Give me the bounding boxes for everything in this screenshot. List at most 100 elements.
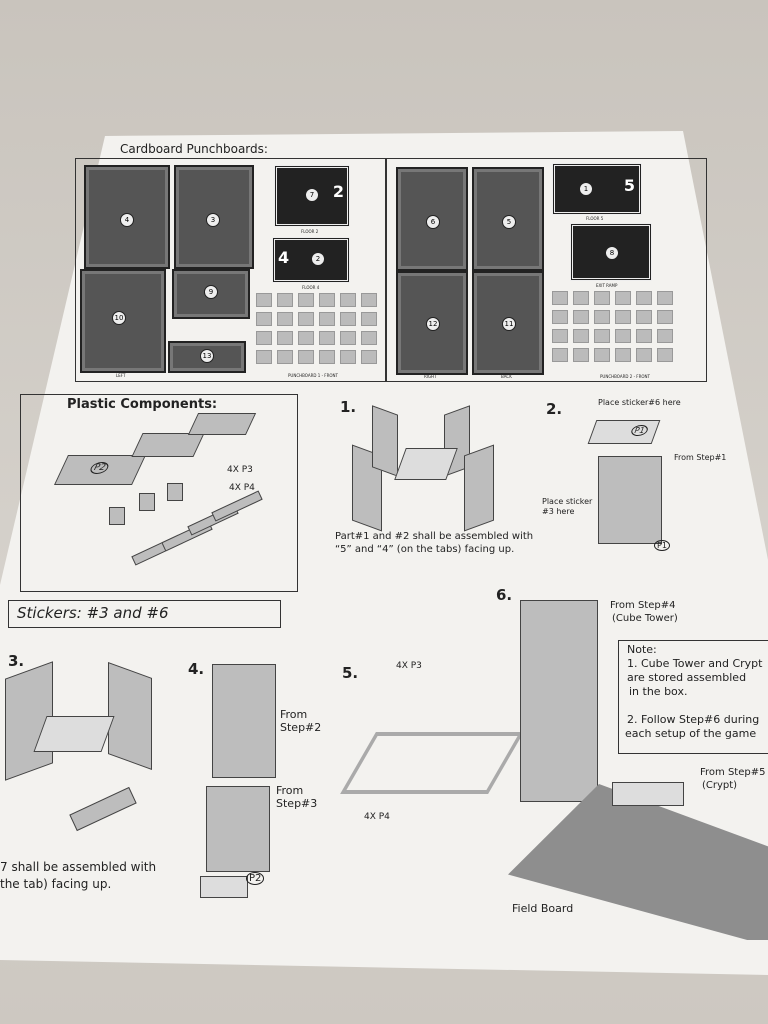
stickers-title: Stickers: #3 and #6 bbox=[17, 604, 169, 622]
part-number: 7 bbox=[305, 188, 319, 202]
step-1-number: 1. bbox=[340, 398, 357, 416]
wall-panel-10: 10 bbox=[80, 269, 166, 373]
pillar bbox=[139, 493, 155, 511]
token-grid bbox=[552, 291, 673, 362]
step-3-text: the tab) facing up. bbox=[0, 877, 112, 891]
tower-step1 bbox=[598, 456, 662, 544]
note-line: 1. Cube Tower and Crypt bbox=[627, 657, 763, 670]
label-pb2: PUNCHBOARD 2 - FRONT bbox=[600, 374, 650, 379]
sticker6-label: Place sticker#6 here bbox=[598, 398, 681, 407]
part-number: 13 bbox=[200, 349, 214, 363]
p4-label: 4X P4 bbox=[229, 483, 255, 493]
from-step5-label: From Step#5 bbox=[700, 767, 766, 778]
part-number: 11 bbox=[502, 317, 516, 331]
sticker3-label: #3 here bbox=[542, 507, 575, 516]
wall-3 bbox=[464, 444, 494, 532]
part-label: P2 bbox=[246, 872, 265, 885]
token-grid bbox=[256, 293, 377, 364]
tray-p2 bbox=[200, 876, 248, 898]
label-back: BACK bbox=[501, 374, 512, 379]
from-step2-label: From bbox=[280, 708, 308, 721]
step-3-number: 3. bbox=[8, 652, 25, 670]
part-number: 4 bbox=[120, 213, 134, 227]
part-number: 10 bbox=[112, 311, 126, 325]
step-3-text: 7 shall be assembled with bbox=[0, 860, 157, 874]
part-number: 1 bbox=[579, 182, 593, 196]
from-step5-label: (Crypt) bbox=[702, 780, 738, 791]
tower-step3 bbox=[206, 786, 270, 872]
tower-step2 bbox=[212, 664, 276, 778]
wall-panel-9: 9 bbox=[172, 269, 250, 319]
sticker3-label: Place sticker bbox=[542, 497, 593, 506]
note-line: are stored assembled bbox=[627, 671, 747, 684]
step-4-number: 4. bbox=[188, 660, 205, 678]
floor-7 bbox=[33, 716, 115, 752]
note-box: Note: 1. Cube Tower and Crypt are stored… bbox=[618, 640, 768, 754]
floor-number: 5 bbox=[623, 176, 635, 195]
step-6-number: 6. bbox=[496, 586, 513, 604]
wall-panel-3: 3 bbox=[174, 165, 254, 269]
label-exit: EXIT RAMP bbox=[596, 283, 618, 288]
part-number: 12 bbox=[426, 317, 440, 331]
from-step3-label: From bbox=[276, 784, 304, 797]
wall-panel-11: 11 bbox=[472, 271, 544, 375]
part-number: 6 bbox=[426, 215, 440, 229]
step-1-text: “5” and “4” (on the tabs) facing up. bbox=[335, 544, 515, 555]
part-number: 5 bbox=[502, 215, 516, 229]
label-floor2: FLOOR 2 bbox=[301, 229, 319, 234]
pillar bbox=[109, 507, 125, 525]
step-1-text: Part#1 and #2 shall be assembled with bbox=[335, 531, 534, 542]
note-line: in the box. bbox=[629, 685, 688, 698]
part-label: P1 bbox=[629, 425, 650, 436]
from-step4-label: (Cube Tower) bbox=[612, 613, 678, 624]
tray-p2: P2 bbox=[54, 455, 146, 485]
plastic-components-box: Plastic Components: P2 4X P3 4X P4 bbox=[20, 394, 298, 592]
wall-panel-13: 13 bbox=[168, 341, 246, 373]
label-left: LEFT bbox=[116, 373, 126, 378]
p3-label: 4X P3 bbox=[396, 661, 422, 671]
from-step1-label: From Step#1 bbox=[674, 453, 727, 462]
tray-p1: P1 bbox=[587, 420, 661, 444]
cube-tower bbox=[520, 600, 598, 802]
from-step3-label: Step#3 bbox=[276, 797, 318, 810]
wall-panel-4: 4 bbox=[84, 165, 170, 269]
field-board-label: Field Board bbox=[512, 902, 574, 915]
part-number: 3 bbox=[206, 213, 220, 227]
note-title: Note: bbox=[627, 643, 657, 656]
crypt bbox=[612, 782, 684, 806]
wall-12 bbox=[108, 661, 152, 771]
wall-panel-6: 6 bbox=[396, 167, 468, 271]
label-pb1: PUNCHBOARD 1 - FRONT bbox=[288, 373, 338, 378]
floor-number: 4 bbox=[278, 248, 290, 267]
pillar bbox=[167, 483, 183, 501]
tray bbox=[187, 413, 257, 435]
tray bbox=[131, 433, 205, 457]
label-floor5: FLOOR 5 bbox=[586, 216, 604, 221]
wall-panel-5: 5 bbox=[472, 167, 544, 271]
fence bbox=[211, 490, 263, 522]
from-step2-label: Step#2 bbox=[280, 721, 322, 734]
part-number: 9 bbox=[204, 285, 218, 299]
from-step4-label: From Step#4 bbox=[610, 600, 676, 611]
step-5-number: 5. bbox=[342, 664, 359, 682]
exit-ramp: 8 bbox=[570, 223, 652, 281]
punchboards-title: Cardboard Punchboards: bbox=[120, 142, 268, 156]
wall-5 bbox=[372, 405, 398, 477]
label-right: RIGHT bbox=[424, 374, 437, 379]
p3-label: 4X P3 bbox=[227, 465, 253, 475]
step-2-number: 2. bbox=[546, 400, 563, 418]
part-number: 2 bbox=[311, 252, 325, 266]
part-label: P2 bbox=[88, 462, 111, 474]
wall-panel-12: 12 bbox=[396, 271, 468, 375]
part-label: P1 bbox=[654, 540, 670, 551]
note-line: each setup of the game bbox=[625, 727, 757, 740]
floor-number: 2 bbox=[332, 182, 344, 201]
note-line: 2. Follow Step#6 during bbox=[627, 713, 760, 726]
stickers-box: Stickers: #3 and #6 bbox=[8, 600, 281, 628]
label-floor4: FLOOR 4 bbox=[302, 285, 320, 290]
